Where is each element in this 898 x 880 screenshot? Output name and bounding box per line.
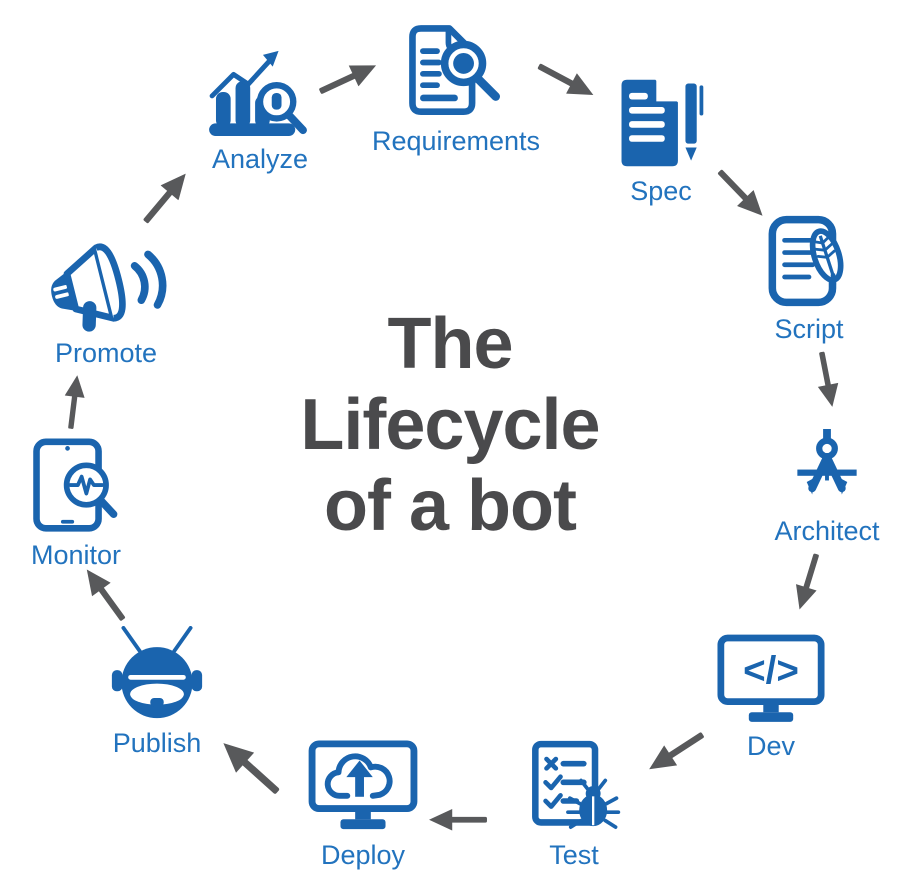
arrow-monitor-promote: [61, 374, 87, 430]
stage-label-spec: Spec: [630, 176, 692, 206]
arrow-architect-dev: [789, 551, 827, 613]
arrow-dev-test: [643, 725, 710, 780]
arrow-analyze-requirements: [315, 55, 381, 102]
stage-test: Test: [526, 740, 622, 871]
analyze-icon: [206, 48, 314, 138]
stage-publish: Publish: [108, 626, 206, 759]
stage-promote: Promote: [42, 234, 170, 369]
title-line-3: of a bot: [324, 466, 577, 546]
stage-label-analyze: Analyze: [211, 144, 309, 174]
test-icon: [526, 740, 623, 834]
stage-dev: </> Dev: [716, 632, 826, 762]
architect-icon: [788, 426, 866, 510]
script-icon: [767, 214, 851, 308]
monitor-icon: [29, 438, 123, 534]
stage-script: Script: [762, 214, 856, 345]
spec-icon: [614, 76, 708, 170]
stage-label-monitor: Monitor: [30, 540, 122, 570]
stage-deploy: Deploy: [306, 738, 420, 871]
stage-requirements: Requirements: [366, 22, 546, 157]
arrow-test-deploy: [429, 809, 487, 831]
stage-label-architect: Architect: [774, 516, 880, 546]
title-line-2: Lifecycle: [300, 385, 600, 465]
dev-icon-code-glyph: </>: [743, 649, 799, 692]
stage-analyze: Analyze: [200, 48, 320, 175]
stage-label-promote: Promote: [54, 338, 158, 368]
stage-label-requirements: Requirements: [371, 126, 541, 156]
stage-label-deploy: Deploy: [320, 840, 406, 870]
arrow-promote-analyze: [136, 166, 194, 229]
promote-icon: [44, 234, 168, 332]
title-line-1: The: [387, 304, 513, 384]
stage-label-dev: Dev: [746, 731, 795, 761]
arrow-script-architect: [811, 350, 842, 409]
deploy-icon: [308, 738, 418, 834]
stage-monitor: Monitor: [26, 438, 126, 571]
stage-architect: Architect: [770, 426, 884, 547]
arrow-publish-monitor: [77, 563, 132, 627]
stage-label-publish: Publish: [112, 728, 202, 758]
diagram-title: The Lifecycle of a bot: [278, 304, 622, 547]
dev-icon: </>: [717, 632, 825, 725]
stage-label-script: Script: [774, 314, 844, 344]
publish-icon: [109, 626, 205, 722]
arrow-deploy-publish: [214, 733, 286, 802]
arrow-requirements-spec: [533, 56, 599, 105]
requirements-icon: [403, 22, 509, 120]
arrow-spec-script: [711, 164, 771, 225]
stage-label-test: Test: [549, 840, 599, 870]
stage-spec: Spec: [608, 76, 714, 207]
